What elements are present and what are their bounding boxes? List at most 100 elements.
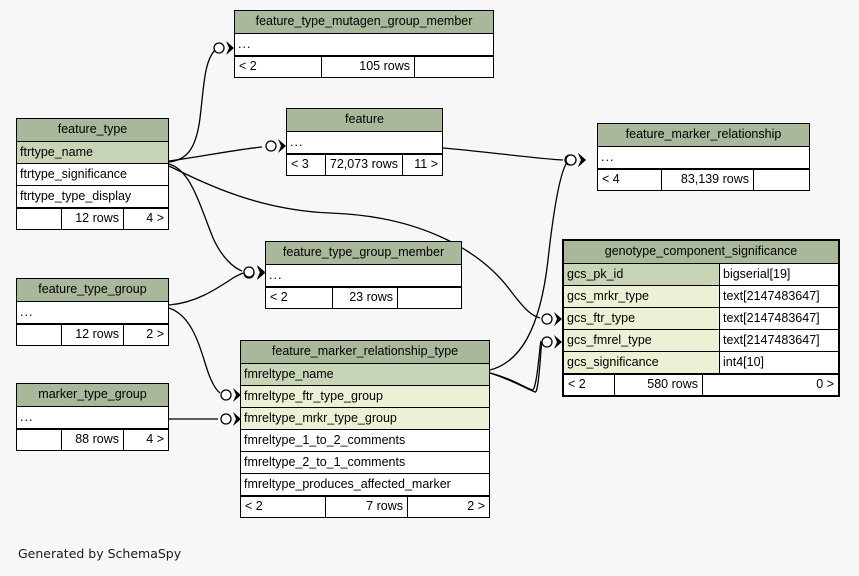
column-row[interactable]: ftrtype_type_display	[17, 185, 168, 208]
table-feature_type_group_member[interactable]: feature_type_group_member... < 2 23 rows	[265, 241, 462, 309]
table-title: feature_type_mutagen_group_member	[235, 11, 493, 34]
table-footer: < 4 83,139 rows	[598, 168, 809, 190]
column-name: gcs_ftr_type	[564, 307, 719, 329]
footer-child-count	[398, 288, 461, 308]
column-name: fmreltype_ftr_type_group	[241, 385, 489, 407]
table-footer: < 2 105 rows	[235, 55, 493, 77]
footer-parent-count: < 2	[568, 377, 586, 392]
column-type: bigserial[19]	[719, 263, 838, 285]
edge-fmrel_type-to-gcs_fmrel_type	[489, 335, 562, 393]
column-row[interactable]: fmreltype_ftr_type_group	[241, 385, 489, 408]
column-row[interactable]: fmreltype_produces_affected_marker	[241, 473, 489, 496]
column-name: ...	[235, 33, 493, 55]
column-row[interactable]: ...	[287, 131, 442, 154]
table-feature[interactable]: feature... < 3 72,073 rows 11 >	[286, 108, 443, 176]
column-row[interactable]: fmreltype_1_to_2_comments	[241, 429, 489, 452]
footer-child-count	[415, 57, 493, 77]
edge-feature_type-to-feature_type_mutagen_group_member	[168, 41, 234, 163]
table-title: feature_type	[17, 119, 168, 142]
column-name: gcs_significance	[564, 351, 719, 373]
footer-row-count: 580 rows	[614, 374, 703, 395]
column-row[interactable]: fmreltype_mrkr_type_group	[241, 407, 489, 430]
table-footer: 12 rows 2 >	[17, 323, 168, 345]
footer-child-count: 0 >	[816, 377, 834, 392]
column-row[interactable]: ...	[17, 301, 168, 324]
table-footer: < 3 72,073 rows 11 >	[287, 153, 442, 175]
footer-child-count: 4 >	[146, 432, 164, 447]
column-name: fmreltype_name	[241, 363, 489, 385]
footer-child-count	[754, 170, 809, 190]
column-row[interactable]: fmreltype_2_to_1_comments	[241, 451, 489, 474]
column-name: ...	[598, 146, 809, 168]
edge-marker_type_group-to-fmreltype_mrkr_type_group	[169, 412, 241, 426]
table-feature_marker_relationship[interactable]: feature_marker_relationship... < 4 83,139 …	[597, 123, 810, 191]
column-row[interactable]: ftrtype_name	[17, 141, 168, 164]
column-row[interactable]: ftrtype_significance	[17, 163, 168, 186]
column-name: fmreltype_2_to_1_comments	[241, 451, 489, 473]
footer-row-count: 23 rows	[332, 287, 398, 308]
column-name: ...	[17, 406, 168, 428]
footer-row-count: 12 rows	[61, 208, 124, 229]
table-footer: < 2 23 rows	[266, 286, 461, 308]
table-feature_type_mutagen_group_member[interactable]: feature_type_mutagen_group_member... < 2 1…	[234, 10, 494, 78]
column-name: ftrtype_type_display	[17, 185, 168, 207]
footer-child-count: 2 >	[146, 327, 164, 342]
footer-row-count: 83,139 rows	[661, 169, 754, 190]
footer-parent-count	[17, 209, 61, 229]
column-type: int4[10]	[719, 351, 838, 373]
column-type: text[2147483647]	[719, 307, 838, 329]
column-row[interactable]: fmreltype_name	[241, 363, 489, 386]
column-name: ...	[17, 301, 168, 323]
footer-parent-count: < 2	[270, 290, 288, 305]
table-title: genotype_component_significance	[564, 241, 838, 264]
column-row[interactable]: ...	[235, 33, 493, 56]
footer-parent-count: < 2	[239, 59, 257, 74]
table-footer: 88 rows 4 >	[17, 428, 168, 450]
table-title: feature_marker_relationship	[598, 124, 809, 147]
table-title: feature	[287, 109, 442, 132]
footer-parent-count: < 4	[602, 172, 620, 187]
footer-row-count: 12 rows	[61, 324, 124, 345]
footer-child-count: 11 >	[414, 157, 438, 172]
column-name: gcs_pk_id	[564, 263, 719, 285]
footer-row-count: 7 rows	[325, 496, 408, 517]
footer-child-count: 4 >	[146, 211, 164, 226]
table-title: feature_marker_relationship_type	[241, 341, 489, 364]
footer-row-count: 72,073 rows	[325, 154, 403, 175]
footer-parent-count: < 2	[245, 499, 263, 514]
column-row[interactable]: ...	[17, 406, 168, 429]
footer-child-count: 2 >	[467, 499, 485, 514]
generator-credit: Generated by SchemaSpy	[18, 546, 182, 561]
column-name: fmreltype_mrkr_type_group	[241, 407, 489, 429]
footer-parent-count: < 3	[291, 157, 309, 172]
edge-feature-to-feature_marker_relationship	[442, 147, 586, 167]
column-name: gcs_mrkr_type	[564, 285, 719, 307]
table-footer: < 2 7 rows 2 >	[241, 495, 489, 517]
edge-feature_type_group-to-fmreltype_ftr_type_group	[168, 307, 241, 402]
column-name: fmreltype_produces_affected_marker	[241, 473, 489, 495]
column-name: ...	[287, 131, 442, 153]
table-title: feature_type_group_member	[266, 242, 461, 265]
edge-feature_type_group-to-feature_type_group_member	[168, 265, 265, 306]
footer-row-count: 88 rows	[61, 429, 124, 450]
edge-feature_type-to-feature	[168, 139, 286, 162]
column-name: ftrtype_significance	[17, 163, 168, 185]
table-footer: < 2 580 rows 0 >	[564, 373, 838, 395]
footer-row-count: 105 rows	[321, 56, 415, 77]
footer-parent-count	[17, 325, 61, 345]
column-row[interactable]: ...	[598, 146, 809, 169]
column-row[interactable]: ...	[266, 264, 461, 287]
column-name: gcs_fmrel_type	[564, 329, 719, 351]
column-type: text[2147483647]	[719, 285, 838, 307]
